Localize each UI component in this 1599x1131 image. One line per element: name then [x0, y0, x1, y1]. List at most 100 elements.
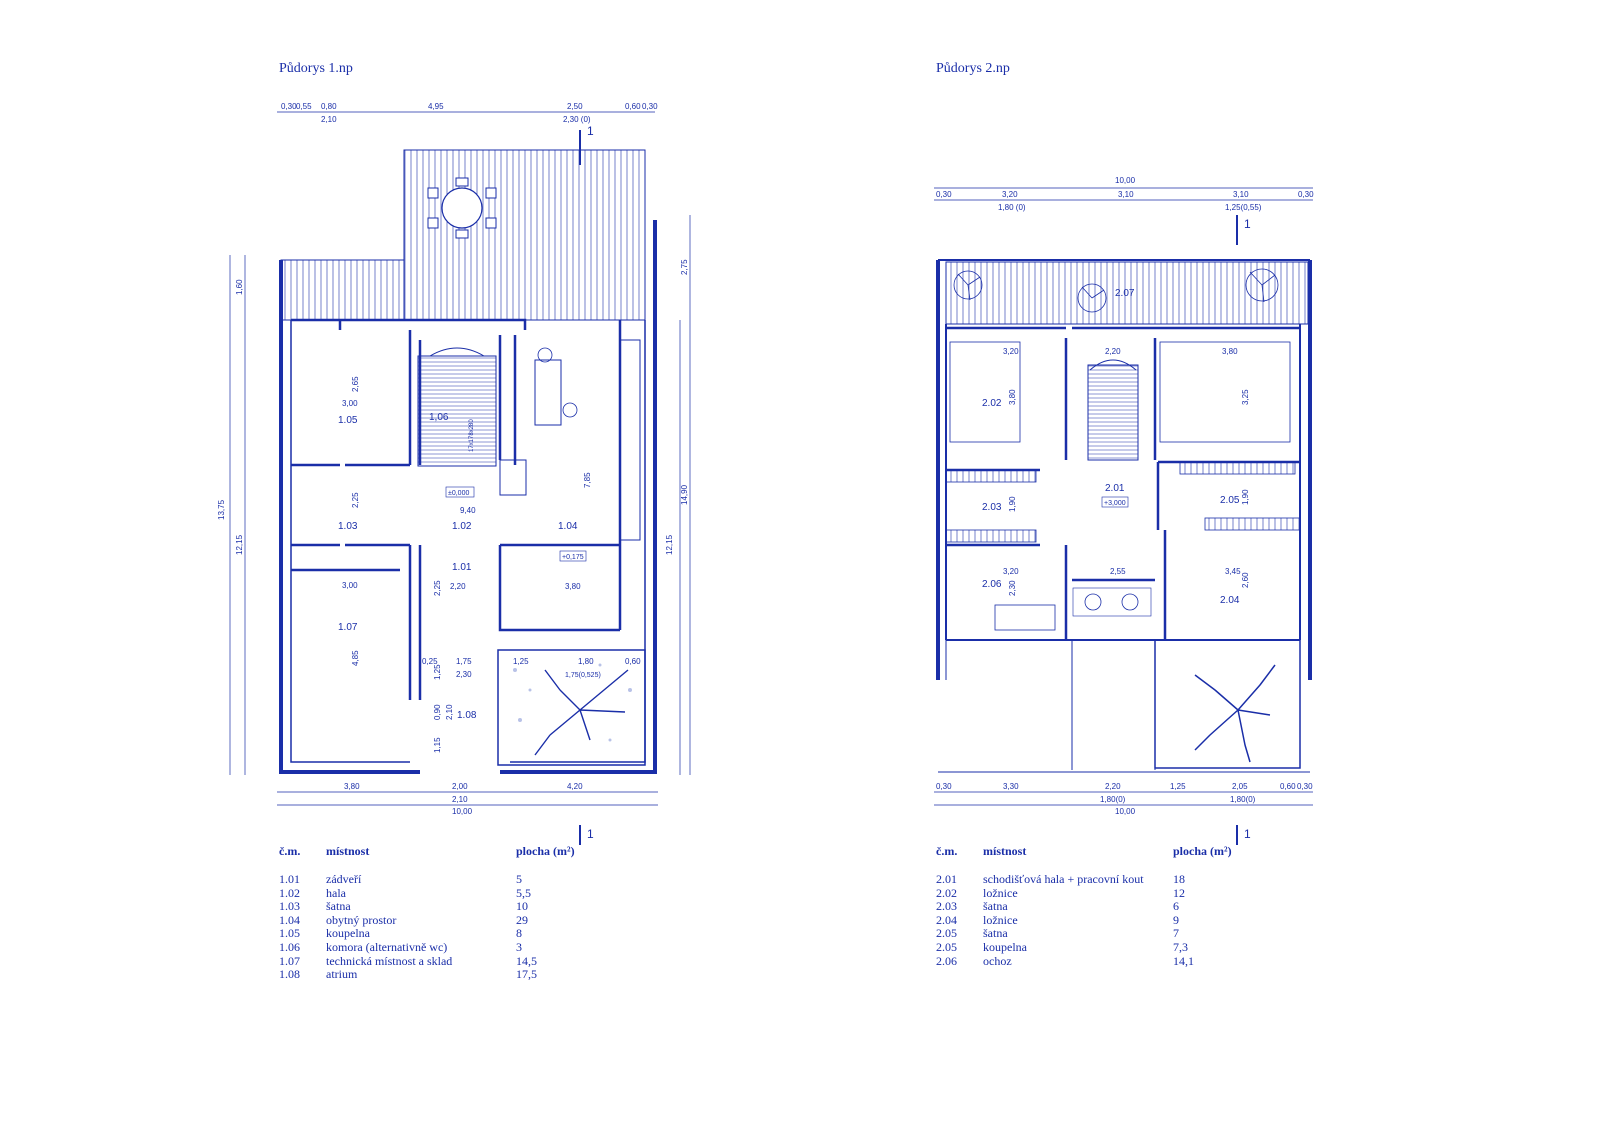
loggia-deck [945, 261, 1309, 325]
inner-dim-2: 17x178x280 [469, 419, 475, 452]
dim-top-3: 0,80 [321, 102, 337, 111]
dim-upper-bottom-1: 0,30 [936, 782, 952, 791]
wardrobe-right [1179, 461, 1296, 475]
section-mark-upper-bottom: 1 [1244, 827, 1251, 841]
dim-upper-bottom-sub-2: 1,80(0) [1230, 795, 1256, 804]
table-header-area: plocha (m²) [516, 844, 575, 858]
ground-floor-plan [229, 111, 691, 845]
room-label-102: 1.02 [452, 521, 472, 532]
inner-dim-9: 3,80 [565, 582, 581, 591]
dim-bottom-1: 3,80 [344, 782, 360, 791]
dim-top-1: 0,30 [281, 102, 297, 111]
terrace-table [441, 187, 483, 229]
dim-top-2: 0,55 [296, 102, 312, 111]
dim-upper-top-1: 0,30 [936, 190, 952, 199]
inner-dim-1: 3,00 [342, 399, 358, 408]
inner-dim-3: 2,25 [351, 492, 360, 508]
plan-title-ground-floor: Půdorys 1.np [279, 61, 353, 76]
inner-dim-u5: 1,90 [1008, 496, 1017, 512]
inner-dim-20: 0,60 [625, 657, 641, 666]
bathtub [994, 604, 1056, 631]
dim-upper-bottom-total: 10,00 [1115, 807, 1136, 816]
dim-upper-bottom-7: 0,30 [1297, 782, 1313, 791]
room-label-101: 1.01 [452, 562, 472, 573]
room-label-204: 2.04 [1220, 595, 1240, 606]
entry-deck [280, 259, 405, 321]
room-label-205: 2.05 [1220, 495, 1240, 506]
inner-dim-8: 2,20 [450, 582, 466, 591]
room-label-103: 1.03 [338, 521, 358, 532]
dim-bottom-3: 4,20 [567, 782, 583, 791]
room-label-201: 2.01 [1105, 483, 1125, 494]
inner-dim-17: 1,15 [433, 737, 442, 753]
terrace-deck [403, 149, 646, 321]
room-label-105: 1.05 [338, 415, 358, 426]
dim-upper-bottom-2: 3,30 [1003, 782, 1019, 791]
stair-upper [1087, 364, 1139, 461]
inner-dim-18: 1,25 [513, 657, 529, 666]
dim-left-3: 13,75 [217, 499, 226, 520]
outer-wall [279, 220, 657, 774]
table-header-room: místnost [983, 844, 1027, 858]
inner-dim-19: 1,80 [578, 657, 594, 666]
table-header-room: místnost [326, 844, 370, 858]
inner-dim-u3: 3,80 [1008, 389, 1017, 405]
room-label-104: 1.04 [558, 521, 578, 532]
dim-upper-bottom-sub-1: 1,80(0) [1100, 795, 1126, 804]
dim-top-4: 4,95 [428, 102, 444, 111]
inner-dim-u11: 2,60 [1241, 572, 1250, 588]
inner-dim-12: 1,75 [456, 657, 472, 666]
outer-wall-upper [936, 260, 1312, 680]
room-label-206: 2.06 [982, 579, 1002, 590]
room-label-107: 1.07 [338, 622, 358, 633]
inner-dim-0: 2,65 [351, 376, 360, 392]
loggia-plants [953, 268, 1279, 313]
inner-dim-15: 0,90 [433, 704, 442, 720]
inner-dim-6: 3,00 [342, 581, 358, 590]
dim-right-2: 12,15 [665, 534, 674, 555]
dim-upper-bottom-3: 2,20 [1105, 782, 1121, 791]
inner-dim-10: 4,85 [351, 650, 360, 666]
room-label-202: 2.02 [982, 398, 1002, 409]
dining-table [534, 359, 562, 426]
inner-dim-u7: 3,20 [1003, 567, 1019, 576]
level-ground: ±0,000 [448, 490, 469, 497]
inner-dim-11: 0,25 [422, 657, 438, 666]
inner-dim-u4: 3,25 [1241, 389, 1250, 405]
dim-upper-bottom-6: 0,60 [1280, 782, 1296, 791]
dim-upper-top-2: 3,20 [1002, 190, 1018, 199]
section-mark-upper-top: 1 [1244, 217, 1251, 231]
dim-bottom-2: 2,00 [452, 782, 468, 791]
table-header-number: č.m. [279, 844, 301, 858]
room-label-203: 2.03 [982, 502, 1002, 513]
section-mark-bottom: 1 [587, 827, 594, 841]
dim-top-5: 2,50 [567, 102, 583, 111]
table-header-area: plocha (m²) [1173, 844, 1232, 858]
dim-top-7: 0,30 [642, 102, 658, 111]
dim-right-3: 14,90 [680, 484, 689, 505]
inner-dim-u10: 3,45 [1225, 567, 1241, 576]
atrium [497, 649, 646, 766]
inner-dim-5: 7,85 [583, 472, 592, 488]
room-label-108: 1.08 [457, 710, 477, 721]
inner-dim-21: 1,75(0,525) [565, 672, 601, 679]
level-living: +0,175 [562, 554, 584, 561]
dim-left-2: 12,15 [235, 534, 244, 555]
level-upper: +3,000 [1104, 500, 1126, 507]
dim-bottom-total: 10,00 [452, 807, 473, 816]
ground-dimension-lines [229, 111, 691, 845]
inner-dim-u9: 2,55 [1110, 567, 1126, 576]
dim-bottom-sub: 2,10 [452, 795, 468, 804]
inner-dim-u2: 3,80 [1222, 347, 1238, 356]
inner-dim-u1: 2,20 [1105, 347, 1121, 356]
inner-dim-u8: 2,30 [1008, 580, 1017, 596]
dim-upper-bottom-4: 1,25 [1170, 782, 1186, 791]
dim-right-1: 2,75 [680, 259, 689, 275]
upper-dimension-lines [934, 187, 1313, 845]
first-floor-plan [934, 187, 1313, 845]
room-label-207: 2.07 [1115, 288, 1135, 299]
inner-dim-u6: 1,90 [1241, 489, 1250, 505]
dim-upper-top-total: 10,00 [1115, 176, 1136, 185]
